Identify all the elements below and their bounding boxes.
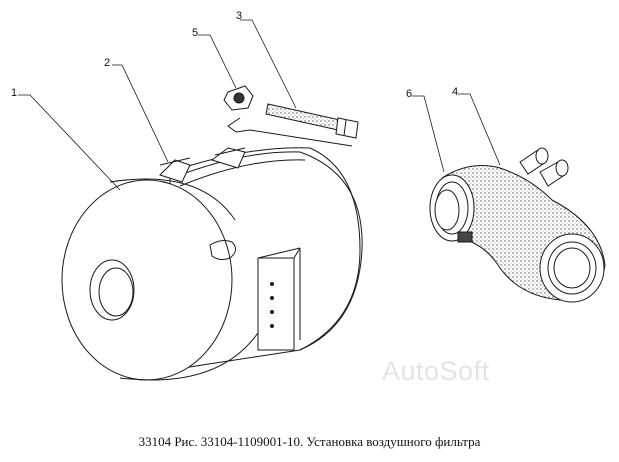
leader-5	[198, 34, 237, 89]
callout-1: 1	[11, 87, 18, 99]
figure-caption: 33104 Рис. 33104-1109001-10. Установка в…	[138, 434, 481, 449]
callout-leaders	[18, 19, 501, 191]
callout-5: 5	[192, 27, 199, 39]
leader-2	[112, 64, 169, 163]
leader-3	[240, 19, 297, 109]
callout-2: 2	[104, 57, 111, 69]
callout-3: 3	[236, 10, 243, 22]
elbow-hose	[431, 147, 606, 303]
air-filter-housing	[61, 147, 363, 381]
leader-4	[458, 93, 501, 166]
callout-6: 6	[406, 88, 413, 100]
nut	[223, 85, 254, 111]
watermark: AutoSoft	[382, 356, 490, 386]
bolt	[227, 103, 359, 147]
leader-1	[18, 94, 121, 191]
callout-4: 4	[452, 86, 459, 98]
hose-clamp	[429, 174, 475, 243]
leader-6	[412, 95, 445, 173]
